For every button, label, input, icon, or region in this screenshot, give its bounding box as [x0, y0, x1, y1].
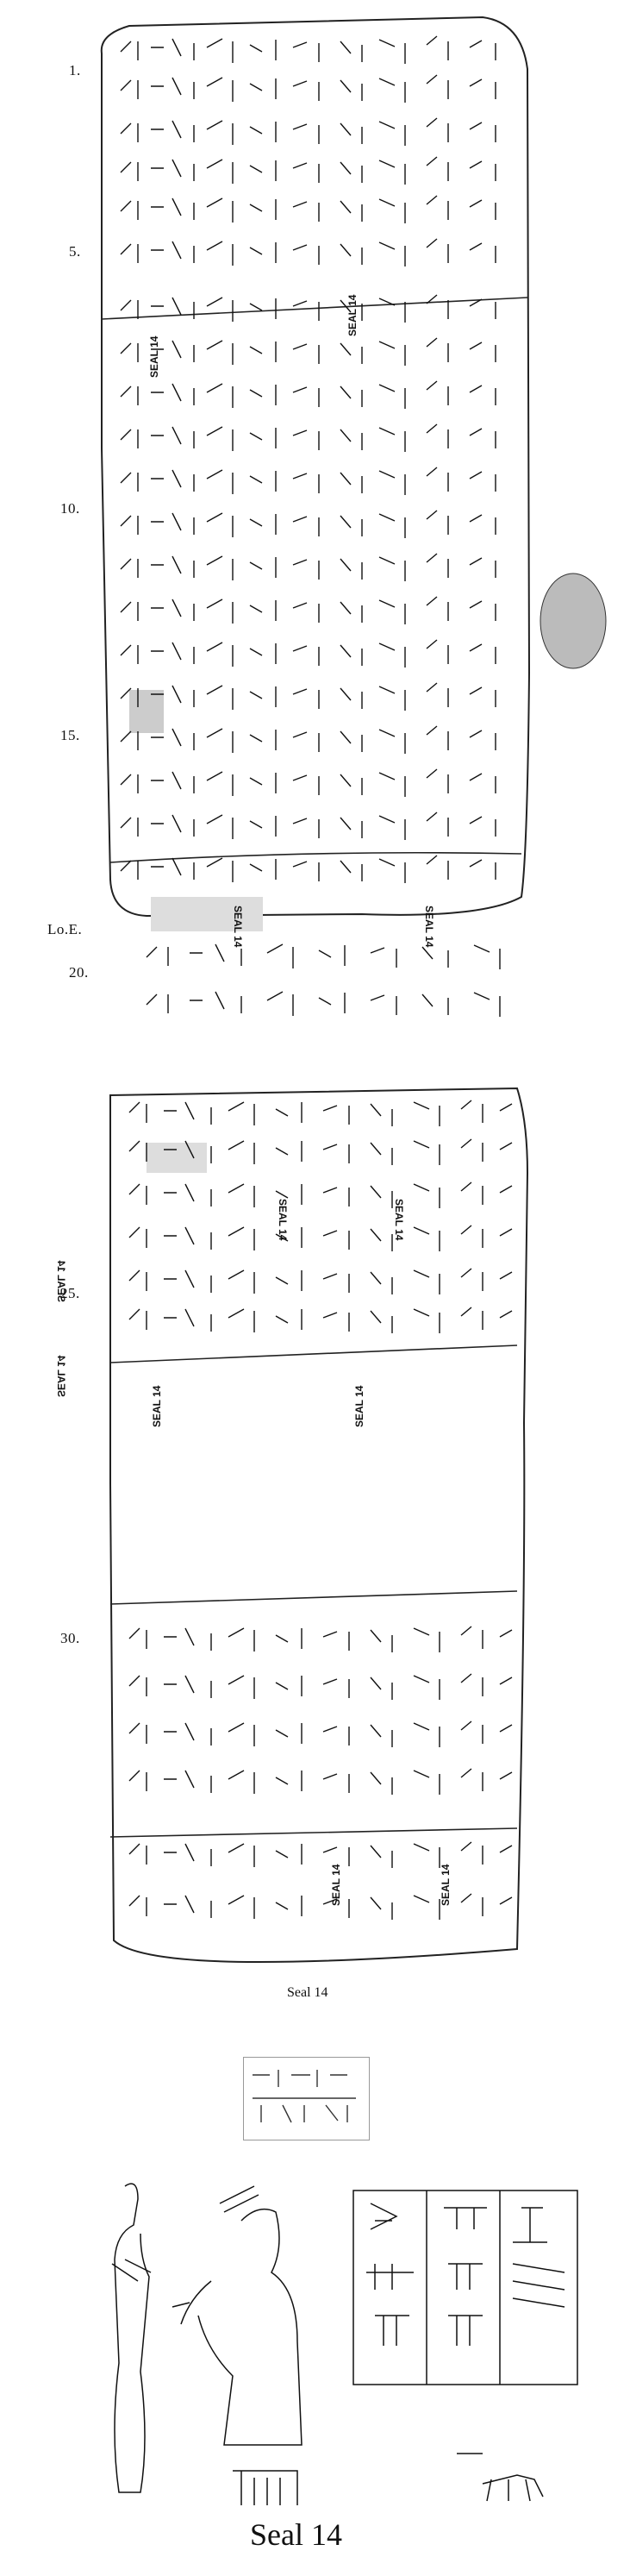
- obverse-outline: [100, 16, 607, 931]
- figure-caption: Seal 14: [250, 2517, 342, 2552]
- seal-drawing: [78, 2169, 595, 2505]
- line-number: 5.: [69, 243, 81, 260]
- obverse-tablet: 1. 5. 10. 15. SEAL 14 SEAL 14: [0, 0, 630, 966]
- lower-edge-signs: [146, 943, 501, 1018]
- line-number: 20.: [69, 964, 89, 981]
- seal-label: SEAL 14: [330, 1864, 342, 1906]
- seal-label: SEAL 14: [353, 1385, 365, 1427]
- seal-label: SEAL 14: [423, 906, 435, 948]
- line-number: 10.: [60, 500, 80, 517]
- lower-edge: Lo.E. 20. SEAL 14 SEAL 14: [0, 897, 630, 1069]
- line-number: 15.: [60, 727, 80, 743]
- reverse-outline: [109, 1087, 529, 1964]
- seal-label: SEAL 14: [151, 1385, 163, 1427]
- seal-label: SEAL 14: [440, 1864, 452, 1906]
- seal-label: SEAL 14: [393, 1199, 405, 1241]
- seal-label: SEAL 14: [55, 1355, 67, 1397]
- obverse-signs: [120, 35, 496, 884]
- seal-label: SEAL 14: [277, 1199, 289, 1241]
- reverse-tablet: 25. 30. SEAL 14 SEAL 14 SEAL 14 SEAL 14 …: [0, 1069, 630, 1984]
- seal-label: SEAL 14: [148, 335, 160, 378]
- reverse-signs: [128, 1100, 513, 1921]
- lower-edge-label: Lo.E.: [47, 921, 83, 937]
- seal-label: SEAL 14: [346, 294, 359, 336]
- line-number: 30.: [60, 1630, 80, 1646]
- seal-caption: Seal 14: [287, 1985, 328, 2000]
- seal-label: SEAL 14: [232, 906, 244, 948]
- line-number: 25.: [60, 1285, 80, 1301]
- seal-impression-small: [243, 2057, 370, 2140]
- line-number: 1.: [69, 62, 81, 78]
- seal-label: SEAL 14: [55, 1260, 67, 1302]
